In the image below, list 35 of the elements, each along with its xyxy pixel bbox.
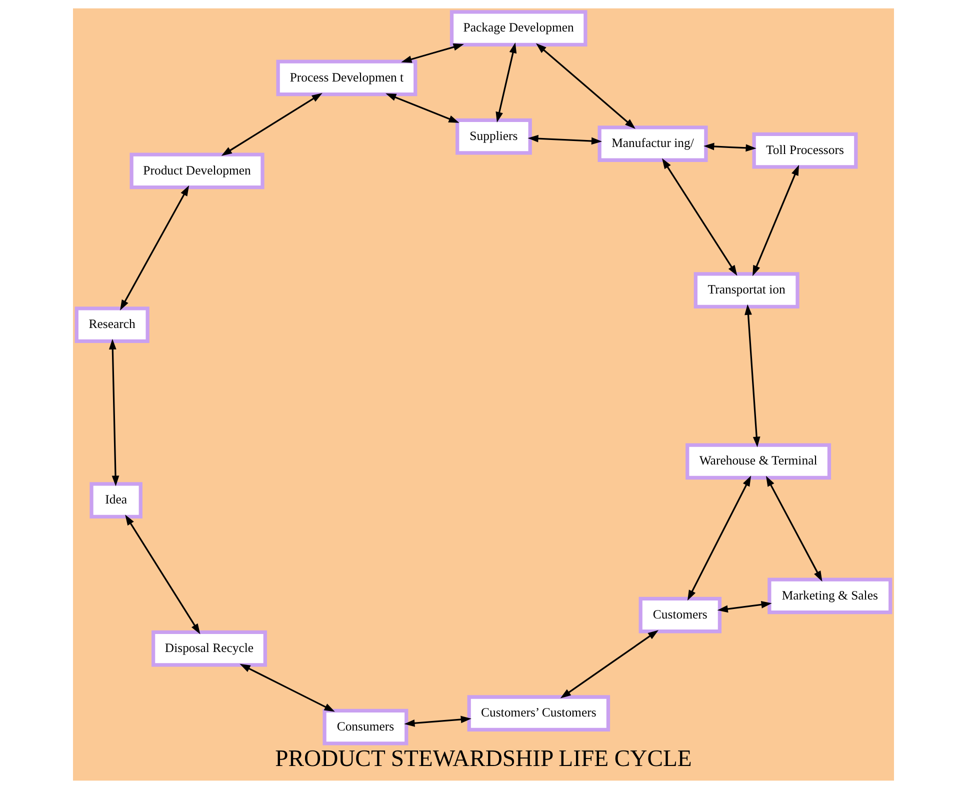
arrow <box>716 600 772 613</box>
node-box: Customers <box>638 596 722 634</box>
arrow <box>239 664 334 712</box>
node-box: Idea <box>89 482 142 518</box>
node-box: Warehouse & Terminal <box>685 443 831 480</box>
node-box: Suppliers <box>455 118 532 155</box>
node-box: Disposal Recycle <box>151 630 266 667</box>
arrow <box>385 93 459 123</box>
node-box: Customers’ Customers <box>466 695 610 732</box>
arrow <box>662 158 737 276</box>
arrow <box>560 630 658 698</box>
node-box: Process Developmen t <box>276 60 417 96</box>
node-box: Marketing & Sales <box>767 578 892 614</box>
arrow <box>495 42 516 123</box>
arrow <box>108 338 119 486</box>
arrow <box>752 164 798 276</box>
arrow <box>686 476 751 601</box>
node-box: Toll Processors <box>752 132 858 169</box>
arrow <box>400 43 464 63</box>
node-box: Package Developmen <box>449 10 587 47</box>
arrow <box>766 476 822 582</box>
diagram-title: PRODUCT STEWARDSHIP LIFE CYCLE <box>274 746 692 772</box>
node-box: Transportat ion <box>693 272 799 309</box>
arrow <box>703 142 756 152</box>
arrow <box>744 304 760 448</box>
node-box: Consumers <box>322 708 408 746</box>
arrow <box>124 514 200 634</box>
arrow <box>120 185 189 310</box>
arrow <box>220 93 322 156</box>
node-box: Research <box>74 306 149 343</box>
arrow <box>527 134 602 145</box>
node-box: Product Developmen <box>129 152 264 190</box>
arrow <box>404 716 471 727</box>
node-box: Manufactur ing/ <box>597 126 708 162</box>
arrow <box>535 43 635 129</box>
